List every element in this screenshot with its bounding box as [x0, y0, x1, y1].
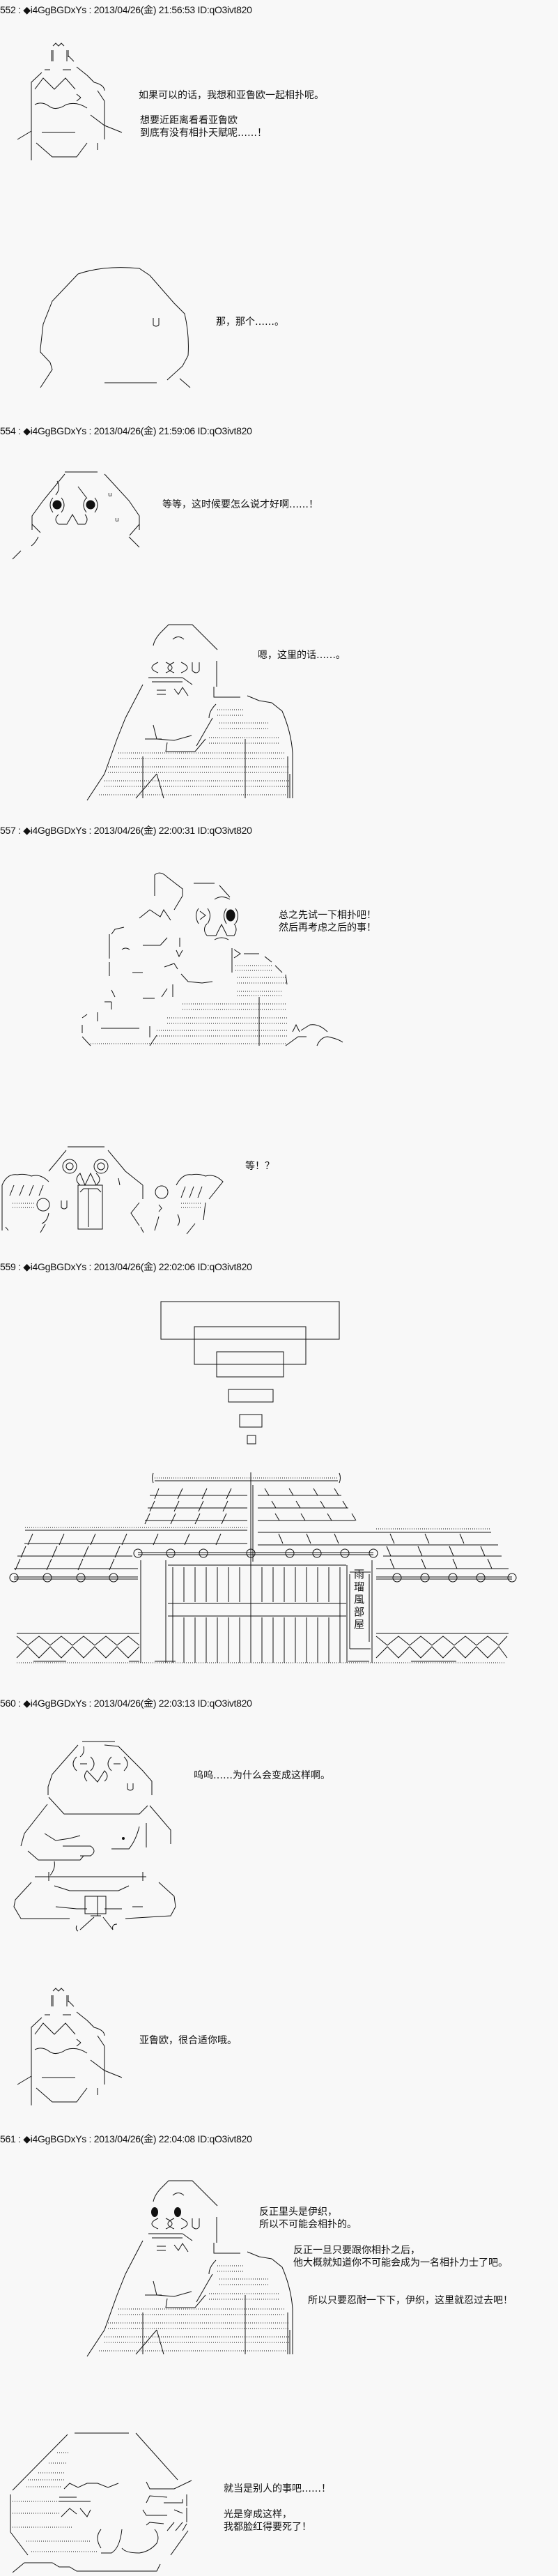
post-header-557: 557 : ◆i4GgBGDxYs : 2013/04/26(金) 22:00:…: [0, 825, 252, 836]
post-header-554: 554 : ◆i4GgBGDxYs : 2013/04/26(金) 21:59:…: [0, 425, 252, 436]
dialogue: 所以只要忍耐一下下，伊织，这里就忍过去吧！: [308, 2294, 513, 2307]
dialogue-line: 想要近距离看看亚鲁欧: [140, 115, 238, 126]
blob-drawing: [40, 267, 191, 388]
dialogue-line: 嗯，这里的话……。: [258, 650, 346, 661]
dialogue-line: 所以不可能会相扑的。: [259, 2219, 357, 2230]
worried-face-drawing: u u: [12, 471, 140, 560]
dialogue-line: 等等，这时候要怎么说才好啊……！: [162, 499, 318, 510]
yaruo-costume-drawing: [17, 1988, 123, 2106]
crying-sumo-drawing: [13, 1741, 176, 1932]
dialogue-line: 我都脸红得要死了！: [224, 2522, 311, 2533]
dialogue-line: 亚鲁欧，很合适你哦。: [139, 2035, 237, 2046]
dialogue: 总之先试一下相扑吧！ 然后再考虑之后的事！: [279, 909, 376, 934]
dialogue-line: 他大概就知道你不可能会成为一名相扑力士了吧。: [293, 2257, 508, 2269]
dialogue: 等等，这时候要怎么说才好啊……！: [162, 498, 318, 511]
stable-sign: 雨瑠風部屋: [352, 1569, 365, 1631]
dialogue-line: 反正一旦只要跟你相扑之后，: [293, 2245, 420, 2256]
dialogue: 反正里头是伊织， 所以不可能会相扑的。: [259, 2206, 357, 2231]
dialogue: 想要近距离看看亚鲁欧 到底有没有相扑天赋呢……！: [140, 114, 267, 139]
dialogue-line: 所以只要忍耐一下下，伊织，这里就忍过去吧！: [308, 2295, 513, 2306]
charging-yaruo-drawing: [82, 872, 343, 1046]
post-header-559: 559 : ◆i4GgBGDxYs : 2013/04/26(金) 22:02:…: [0, 1261, 252, 1272]
dialogue-line: 总之先试一下相扑吧！: [279, 910, 376, 921]
yaruo-costume-drawing: [17, 43, 123, 161]
dialogue-line: 光是穿成这样，: [224, 2509, 292, 2520]
dialogue-line: 那，那个……。: [216, 317, 284, 328]
dialogue-line: 到底有没有相扑天赋呢……！: [140, 128, 267, 139]
svg-text:u: u: [108, 491, 112, 498]
dialogue-line: 呜呜……为什么会变成这样啊。: [194, 1770, 330, 1781]
dialogue: 等！？: [245, 1160, 274, 1173]
dialogue: 光是穿成这样， 我都脸红得要死了！: [224, 2508, 311, 2533]
zoom-rectangles-drawing: [160, 1301, 340, 1445]
dialogue: 亚鲁欧，很合适你哦。: [139, 2034, 237, 2047]
dialogue: 就当是别人的事吧……！: [224, 2483, 331, 2495]
dialogue-line: 等！？: [245, 1161, 274, 1172]
blushing-face-drawing: [10, 2432, 192, 2573]
post-header-552: 552 : ◆i4GgBGDxYs : 2013/04/26(金) 21:56:…: [0, 4, 252, 15]
post-header-560: 560 : ◆i4GgBGDxYs : 2013/04/26(金) 22:03:…: [0, 1698, 252, 1709]
dialogue-line: 然后再考虑之后的事！: [279, 922, 376, 933]
dialogue: 嗯，这里的话……。: [258, 649, 346, 662]
dialogue: 那，那个……。: [216, 316, 284, 328]
startled-hands-drawing: [1, 1146, 224, 1235]
dialogue-line: 如果可以的话，我想和亚鲁欧一起相扑呢。: [139, 90, 324, 101]
svg-text:u: u: [115, 517, 119, 524]
dialogue-line: 反正里头是伊织，: [259, 2207, 337, 2218]
dialogue: 如果可以的话，我想和亚鲁欧一起相扑呢。: [139, 89, 324, 102]
dialogue: 呜呜……为什么会变成这样啊。: [194, 1769, 330, 1782]
dialogue: 反正一旦只要跟你相扑之后， 他大概就知道你不可能会成为一名相扑力士了吧。: [293, 2244, 508, 2269]
post-header-561: 561 : ◆i4GgBGDxYs : 2013/04/26(金) 22:04:…: [0, 2133, 252, 2144]
dialogue-line: 就当是别人的事吧……！: [224, 2483, 331, 2494]
sumo-stable-building-drawing: [9, 1472, 517, 1663]
